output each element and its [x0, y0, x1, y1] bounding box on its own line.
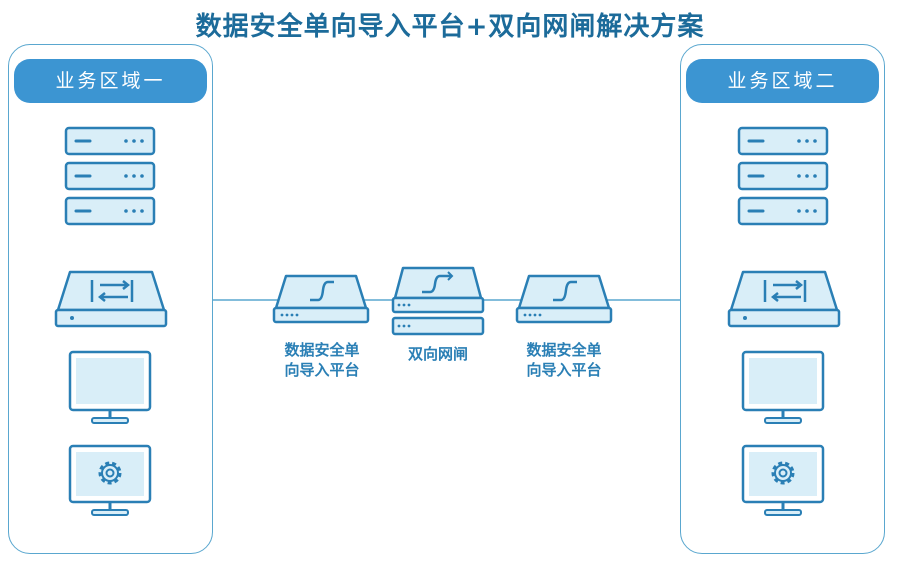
label-line-2: 向导入平台 [526, 361, 602, 379]
import-platform-right-label: 数据安全单 向导入平台 [504, 340, 624, 380]
gateway-device-icon [391, 266, 485, 336]
server-stack-icon [66, 128, 154, 224]
one-way-device-icon [272, 274, 370, 324]
settings-monitor-icon [741, 444, 825, 517]
label-line-2: 向导入平台 [284, 361, 360, 379]
server-stack-icon [739, 128, 827, 224]
monitor-icon [68, 350, 152, 425]
switch-icon [54, 270, 168, 328]
diagram-title: 数据安全单向导入平台+双向网闸解决方案 [195, 12, 705, 42]
label-line-1: 数据安全单 [526, 341, 602, 359]
gateway-label: 双向网闸 [407, 345, 468, 363]
zone-2-header: 业务区域二 [686, 59, 879, 103]
label-line-1: 数据安全单 [284, 341, 360, 359]
import-platform-left-label: 数据安全单 向导入平台 [262, 340, 382, 380]
switch-icon [727, 270, 841, 328]
zone-1-header: 业务区域一 [14, 59, 207, 103]
one-way-device-icon [515, 274, 613, 324]
settings-monitor-icon [68, 444, 152, 517]
monitor-icon [741, 350, 825, 425]
